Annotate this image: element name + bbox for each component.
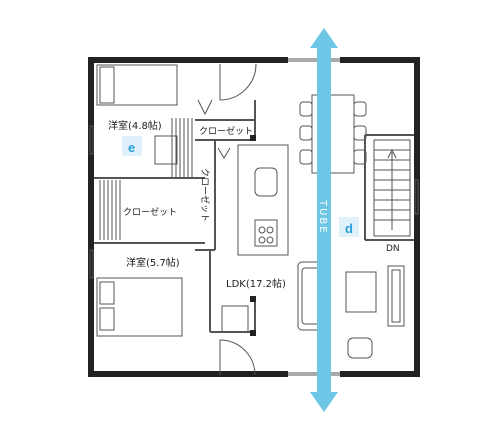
interior-walls	[94, 100, 414, 333]
closet-hatching	[99, 118, 193, 240]
room-label-western-2: 洋室(5.7帖)	[126, 256, 180, 269]
closet-label-a: クローゼット	[199, 125, 253, 137]
room-label-ldk: LDK(17.2帖)	[226, 277, 286, 290]
windows	[89, 58, 419, 376]
bed-room-2	[96, 277, 183, 337]
closet-label-c: クローゼット	[199, 168, 211, 222]
marker-d: d	[345, 221, 353, 236]
dining-set	[299, 94, 367, 174]
bed-room-1	[96, 64, 178, 106]
closet-label-b: クローゼット	[123, 206, 177, 218]
living-set	[297, 261, 405, 359]
outer-walls	[88, 57, 420, 377]
desk-room-1	[154, 135, 178, 165]
tube-arrow	[310, 28, 338, 412]
kitchen-counter	[237, 144, 289, 256]
doors	[197, 63, 257, 376]
wall-posts	[250, 135, 256, 336]
staircase	[373, 139, 411, 237]
tube-label: TUBE	[317, 199, 328, 235]
marker-e: e	[128, 140, 135, 155]
fridge	[221, 305, 249, 333]
room-label-western-1: 洋室(4.8帖)	[108, 119, 162, 132]
stairs-label: DN	[386, 244, 400, 254]
marker-backgrounds	[122, 136, 359, 237]
